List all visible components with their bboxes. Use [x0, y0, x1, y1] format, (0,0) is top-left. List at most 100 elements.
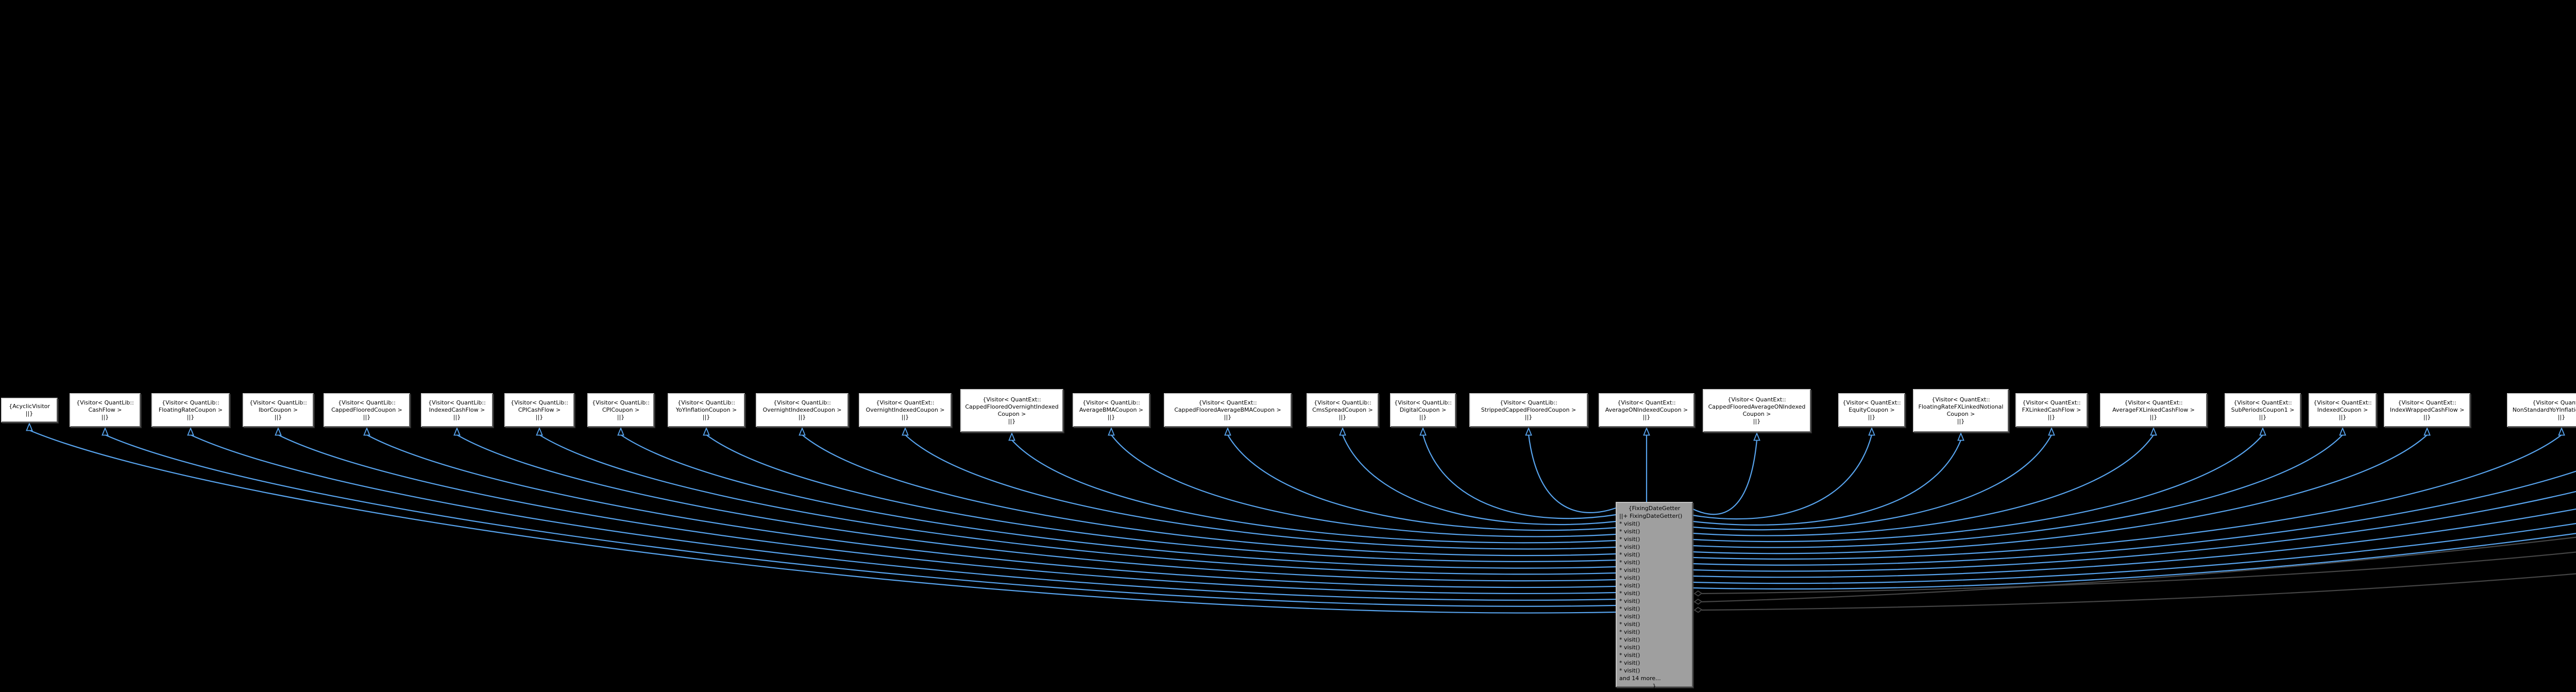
edge-inh-fixing-date-getter->visitor-stripped-capped-floored-coupon-head	[1525, 427, 1532, 436]
class-node-fixing-date-getter-line: * visit()	[1619, 621, 1640, 628]
class-node-visitor-capped-floored-average-on-indexed-coupon-line: Coupon >	[1742, 411, 1771, 417]
class-node-visitor-sub-periods-coupon1[interactable]: {Visitor< QuantExt::SubPeriodsCoupon1 >|…	[2225, 393, 2301, 427]
class-node-visitor-qe-overnight-indexed-coupon-line: OvernightIndexedCoupon >	[866, 407, 945, 413]
edge-agg-bool->fixing-date-getter-head	[1693, 590, 1703, 597]
class-node-visitor-non-standard-yoy-inflation-coupon-line: {Visitor< QuantExt::	[2532, 399, 2576, 406]
class-node-visitor-qe-overnight-indexed-coupon[interactable]: {Visitor< QuantExt::OvernightIndexedCoup…	[859, 393, 952, 427]
class-node-visitor-ibor-coupon[interactable]: {Visitor< QuantLib::IborCoupon >||}	[243, 393, 314, 427]
edge-inh-fixing-date-getter->visitor-floating-rate-coupon-head	[187, 427, 194, 436]
class-node-fixing-date-getter-line: * visit()	[1619, 636, 1640, 643]
edge-inh-fixing-date-getter->visitor-indexed-cashflow-head	[453, 427, 461, 436]
class-node-visitor-index-wrapped-cashflow-line: IndexWrappedCashFlow >	[2389, 407, 2465, 413]
class-node-fixing-date-getter-line: * visit()	[1619, 528, 1640, 535]
class-node-visitor-indexed-cashflow[interactable]: {Visitor< QuantLib::IndexedCashFlow >||}	[421, 393, 493, 427]
class-node-visitor-average-on-indexed-coupon[interactable]: {Visitor< QuantExt::AverageONIndexedCoup…	[1599, 393, 1694, 427]
class-node-visitor-capped-floored-average-bma-coupon-line: CappedFlooredAverageBMACoupon >	[1174, 407, 1281, 413]
class-node-visitor-ibor-coupon-line: {Visitor< QuantLib::	[249, 399, 307, 406]
class-node-visitor-capped-floored-overnight-indexed-coupon-line: Coupon >	[997, 411, 1026, 417]
class-node-visitor-ql-overnight-indexed-coupon-line: ||}	[798, 414, 806, 420]
edge-agg-required-fixings->fixing-date-getter	[1701, 536, 2576, 603]
class-node-visitor-sub-periods-coupon1-line: ||}	[2259, 414, 2267, 420]
class-node-visitor-digital-coupon[interactable]: {Visitor< QuantLib::DigitalCoupon >||}	[1390, 393, 1456, 427]
edge-inh-fixing-date-getter->visitor-floating-rate-fx-linked-notional-coupon	[1692, 440, 1962, 526]
edge-agg-shared-ptr-fx-index->fixing-date-getter-head	[1693, 606, 1703, 613]
class-node-visitor-fx-linked-cashflow[interactable]: {Visitor< QuantExt::FXLinkedCashFlow >||…	[2015, 393, 2088, 427]
class-node-visitor-average-on-indexed-coupon-line: ||}	[1642, 414, 1651, 420]
edge-inh-fixing-date-getter->visitor-index-wrapped-cashflow	[1692, 434, 2428, 554]
class-node-visitor-index-wrapped-cashflow[interactable]: {Visitor< QuantExt::IndexWrappedCashFlow…	[2384, 393, 2470, 427]
edge-inh-fixing-date-getter->acyclic-visitor	[29, 429, 1616, 614]
class-node-fixing-date-getter-line: * visit()	[1619, 590, 1640, 597]
class-node-visitor-floating-rate-coupon-line: {Visitor< QuantLib::	[162, 399, 219, 406]
class-node-visitor-cpi-coupon-line: CPICoupon >	[602, 407, 640, 413]
class-node-visitor-indexed-cashflow-line: {Visitor< QuantLib::	[428, 399, 486, 406]
edge-inh-fixing-date-getter->visitor-cms-spread-coupon	[1342, 434, 1616, 526]
class-node-visitor-ql-overnight-indexed-coupon[interactable]: {Visitor< QuantLib::OvernightIndexedCoup…	[756, 393, 849, 427]
edge-inh-fixing-date-getter->visitor-cpi-cashflow-head	[536, 427, 543, 436]
edge-inh-fixing-date-getter->visitor-stripped-capped-floored-coupon	[1528, 434, 1616, 513]
edge-inh-fixing-date-getter->visitor-fx-linked-cashflow	[1692, 434, 2052, 531]
edge-inh-fixing-date-getter->visitor-yoy-inflation-coupon	[706, 434, 1616, 562]
class-node-visitor-cpi-coupon[interactable]: {Visitor< QuantLib::CPICoupon >||}	[587, 393, 654, 427]
class-node-visitor-capped-floored-overnight-indexed-coupon-line: CappedFlooredOvernightIndexed	[965, 403, 1059, 410]
edge-inh-fixing-date-getter->visitor-cpi-coupon-head	[617, 427, 624, 436]
class-node-fixing-date-getter-line: * visit()	[1619, 598, 1640, 604]
class-node-visitor-indexed-coupon[interactable]: {Visitor< QuantExt::IndexedCoupon >||}	[2309, 393, 2377, 427]
class-node-fixing-date-getter-line: {FixingDateGetter	[1628, 505, 1681, 512]
class-node-visitor-non-standard-yoy-inflation-coupon[interactable]: {Visitor< QuantExt::NonStandardYoYInflat…	[2507, 393, 2576, 427]
class-node-fixing-date-getter-line: * visit()	[1619, 551, 1640, 558]
class-node-visitor-floating-rate-fx-linked-notional-coupon-line: FloatingRateFXLinkedNotional	[1918, 403, 2004, 410]
class-node-visitor-cashflow[interactable]: {Visitor< QuantLib::CashFlow >||}	[70, 393, 141, 427]
class-node-visitor-indexed-cashflow-line: IndexedCashFlow >	[429, 407, 485, 413]
class-node-visitor-cpi-cashflow[interactable]: {Visitor< QuantLib::CPICashFlow >||}	[504, 393, 574, 427]
class-node-acyclic-visitor[interactable]: {AcyclicVisitor||}	[1, 398, 58, 423]
edge-inh-fixing-date-getter->visitor-cpi-coupon	[620, 434, 1616, 569]
class-node-visitor-cms-spread-coupon-line: ||}	[1338, 414, 1347, 420]
class-node-visitor-capped-floored-overnight-indexed-coupon[interactable]: {Visitor< QuantExt::CappedFlooredOvernig…	[960, 389, 1063, 432]
class-node-visitor-fx-linked-cashflow-line: {Visitor< QuantExt::	[2022, 399, 2081, 406]
class-node-visitor-ql-overnight-indexed-coupon-line: {Visitor< QuantLib::	[773, 399, 831, 406]
edge-inh-fixing-date-getter->visitor-ql-overnight-indexed-coupon	[802, 434, 1616, 556]
class-node-visitor-yoy-inflation-coupon[interactable]: {Visitor< QuantLib::YoYInflationCoupon >…	[668, 393, 745, 427]
edge-inh-fixing-date-getter->visitor-capped-floored-average-bma-coupon	[1227, 434, 1616, 531]
class-node-visitor-average-fx-linked-cashflow[interactable]: {Visitor< QuantExt::AverageFXLinkedCashF…	[2100, 393, 2207, 427]
class-node-visitor-ibor-coupon-line: IborCoupon >	[258, 407, 298, 413]
edge-inh-fixing-date-getter->visitor-indexed-cashflow	[456, 434, 1616, 582]
class-node-visitor-capped-floored-average-bma-coupon-line: ||}	[1224, 414, 1232, 420]
class-node-visitor-cashflow-line: CashFlow >	[88, 407, 122, 413]
class-node-acyclic-visitor-line: ||}	[25, 410, 33, 417]
class-node-visitor-fx-linked-cashflow-line: ||}	[2047, 414, 2056, 420]
class-node-visitor-capped-floored-average-on-indexed-coupon-line: ||}	[1753, 418, 1761, 425]
class-node-visitor-capped-floored-coupon[interactable]: {Visitor< QuantLib::CappedFlooredCoupon …	[324, 393, 410, 427]
class-node-visitor-capped-floored-average-on-indexed-coupon[interactable]: {Visitor< QuantExt::CappedFlooredAverage…	[1703, 389, 1811, 432]
class-node-visitor-floating-rate-coupon[interactable]: {Visitor< QuantLib::FloatingRateCoupon >…	[151, 393, 230, 427]
class-node-acyclic-visitor-line: {AcyclicVisitor	[9, 403, 50, 410]
class-node-visitor-cms-spread-coupon[interactable]: {Visitor< QuantLib::CmsSpreadCoupon >||}	[1307, 393, 1379, 427]
class-node-visitor-floating-rate-fx-linked-notional-coupon[interactable]: {Visitor< QuantExt::FloatingRateFXLinked…	[1913, 389, 2009, 432]
class-node-fixing-date-getter-line: * visit()	[1619, 605, 1640, 612]
class-node-visitor-stripped-capped-floored-coupon[interactable]: {Visitor< QuantLib::StrippedCappedFloore…	[1469, 393, 1588, 427]
class-node-visitor-floating-rate-fx-linked-notional-coupon-line: {Visitor< QuantExt::	[1931, 396, 1990, 403]
class-node-visitor-capped-floored-average-bma-coupon[interactable]: {Visitor< QuantExt::CappedFlooredAverage…	[1164, 393, 1292, 427]
class-node-fixing-date-getter[interactable]: {FixingDateGetter||+ FixingDateGetter()*…	[1616, 502, 1693, 689]
class-node-visitor-equity-coupon[interactable]: {Visitor< QuantExt::EquityCoupon >||}	[1838, 393, 1905, 427]
class-node-visitor-cashflow-line: {Visitor< QuantLib::	[76, 399, 134, 406]
edge-inh-fixing-date-getter->visitor-ql-overnight-indexed-coupon-head	[799, 427, 806, 436]
edge-inh-fixing-date-getter->visitor-capped-floored-coupon	[366, 434, 1616, 588]
class-node-fixing-date-getter-line: }	[1652, 683, 1656, 689]
edge-inh-fixing-date-getter->visitor-cmb-coupon	[1692, 470, 2576, 566]
edge-inh-fixing-date-getter->visitor-digital-coupon-head	[1419, 427, 1427, 436]
class-node-visitor-average-bma-coupon[interactable]: {Visitor< QuantLib::AverageBMACoupon >||…	[1073, 393, 1150, 427]
edge-inh-fixing-date-getter->visitor-equity-coupon-head	[1868, 427, 1875, 436]
class-node-visitor-ibor-coupon-line: ||}	[274, 414, 282, 420]
edge-inh-fixing-date-getter->visitor-capped-floored-overnight-indexed-coupon	[1011, 440, 1616, 544]
edge-inh-fixing-date-getter->visitor-cpi-cashflow	[539, 434, 1616, 575]
class-node-visitor-average-bma-coupon-line: {Visitor< QuantLib::	[1082, 399, 1140, 406]
class-node-visitor-average-fx-linked-cashflow-line: AverageFXLinkedCashFlow >	[2112, 407, 2195, 413]
edge-inh-fixing-date-getter->visitor-average-bma-coupon-head	[1108, 427, 1115, 436]
edge-inh-fixing-date-getter->visitor-trs-cashflow	[1692, 533, 2576, 590]
class-node-visitor-average-on-indexed-coupon-line: {Visitor< QuantExt::	[1617, 399, 1676, 406]
edge-inh-fixing-date-getter->visitor-commodity-cashflow	[1692, 508, 2576, 578]
